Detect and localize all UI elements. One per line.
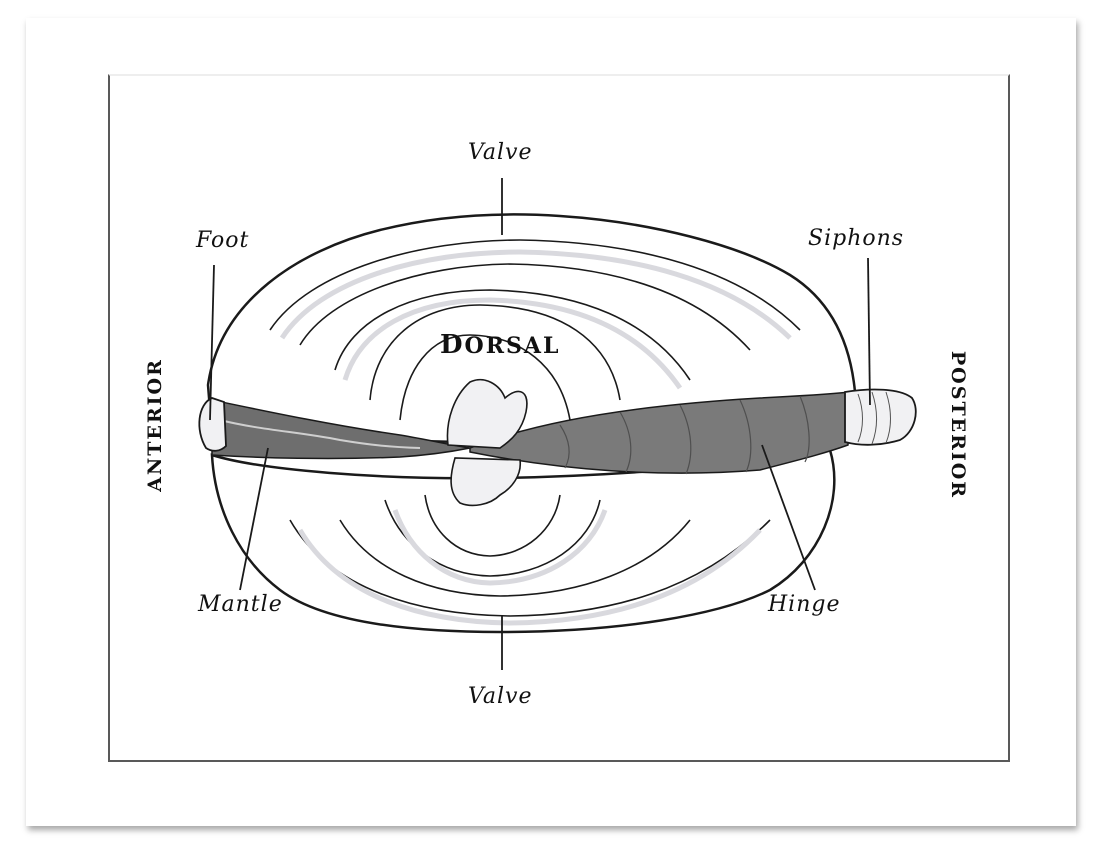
label-mantle: Mantle <box>198 592 283 617</box>
umbo-lower <box>450 457 522 507</box>
label-anterior: ANTERIOR <box>144 358 166 492</box>
label-hinge: Hinge <box>768 592 841 617</box>
upper-shading <box>279 249 792 390</box>
label-dorsal-rest: ORSAL <box>464 333 561 359</box>
label-posterior: POSTERIOR <box>947 350 969 500</box>
label-valve-bottom: Valve <box>468 684 533 709</box>
siphons <box>844 388 917 446</box>
label-dorsal-initial: D <box>440 330 465 360</box>
lower-shading <box>297 509 762 626</box>
leader-lines <box>209 178 871 670</box>
label-valve-top: Valve <box>468 140 533 165</box>
label-siphons: Siphons <box>808 226 905 251</box>
leader-foot <box>209 264 215 421</box>
label-foot: Foot <box>196 228 250 253</box>
leader-mantle <box>239 447 269 591</box>
leader-siphons <box>867 257 871 406</box>
umbo-upper <box>446 378 528 449</box>
upper-growth-rings <box>269 239 801 421</box>
hinge-band <box>469 391 851 474</box>
foot <box>198 397 227 452</box>
hinge-texture <box>559 395 810 475</box>
siphon-texture <box>857 391 891 445</box>
label-dorsal: DORSAL <box>440 330 560 360</box>
leader-hinge <box>761 444 816 591</box>
